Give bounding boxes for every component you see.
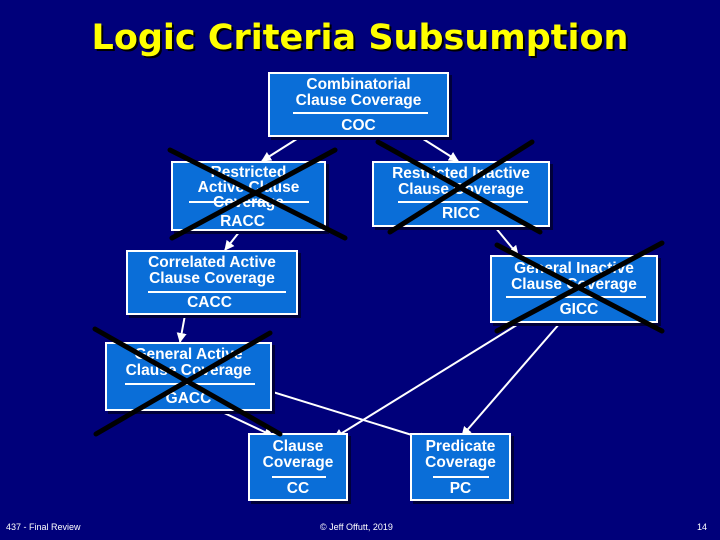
node-coc-abbr: COC <box>341 117 376 134</box>
node-coc-label-line1: Combinatorial <box>306 76 411 93</box>
cross-racc-b <box>169 147 338 241</box>
footer-copyright: © Jeff Offutt, 2019 <box>320 522 393 532</box>
node-cacc-divider <box>148 291 286 293</box>
arrow-gacc-cc <box>219 410 274 437</box>
node-racc-divider <box>189 201 309 203</box>
node-pc-divider <box>433 476 489 478</box>
arrow-coc-ricc <box>419 136 459 162</box>
node-ricc-abbr: RICC <box>442 205 480 222</box>
node-gicc-divider <box>506 296 646 298</box>
node-cc-label-line2: Coverage <box>262 454 334 471</box>
cross-gicc-b <box>494 240 665 334</box>
node-cacc: Correlated Active Clause Coverage CACC <box>126 250 298 315</box>
node-gacc-label-line1: General Active <box>134 346 243 363</box>
node-racc-abbr: RACC <box>220 213 265 230</box>
node-coc-label-line2: Clause Coverage <box>295 92 422 109</box>
node-pc-label-line2: Coverage <box>425 454 496 471</box>
footer-course: 437 - Final Review <box>6 522 81 532</box>
arrow-gicc-cc <box>333 322 521 439</box>
arrow-gicc-pc <box>461 322 561 437</box>
node-gicc-abbr: GICC <box>559 301 599 318</box>
arrow-racc-cacc <box>224 230 241 251</box>
node-cc-abbr: CC <box>286 480 310 497</box>
arrow-cacc-gacc <box>176 314 187 343</box>
cross-ricc-b <box>387 139 535 235</box>
node-coc-divider <box>293 112 428 114</box>
node-cc: Clause Coverage CC <box>248 433 348 501</box>
arrow-ricc-gicc <box>494 226 519 256</box>
node-pc: Predicate Coverage PC <box>410 433 511 501</box>
node-cacc-abbr: CACC <box>187 294 232 311</box>
arrow-coc-racc <box>261 136 301 162</box>
node-cc-divider <box>272 476 326 478</box>
node-pc-label-line1: Predicate <box>425 438 496 455</box>
node-gacc-abbr: GACC <box>165 390 212 407</box>
node-pc-abbr: PC <box>449 480 472 497</box>
node-cacc-label-line1: Correlated Active <box>148 254 276 271</box>
cross-gacc-b <box>93 330 273 437</box>
footer-page-number: 14 <box>697 522 708 532</box>
node-coc: Combinatorial Clause Coverage COC <box>268 72 449 137</box>
node-ricc-divider <box>398 201 528 203</box>
node-racc-label-line1: Restricted <box>210 164 287 181</box>
node-cacc-label-line2: Clause Coverage <box>149 270 275 287</box>
node-gacc: General Active Clause Coverage GACC <box>105 342 272 411</box>
slide-title: Logic Criteria Subsumption <box>91 18 629 58</box>
node-cc-label-line1: Clause <box>272 438 324 455</box>
